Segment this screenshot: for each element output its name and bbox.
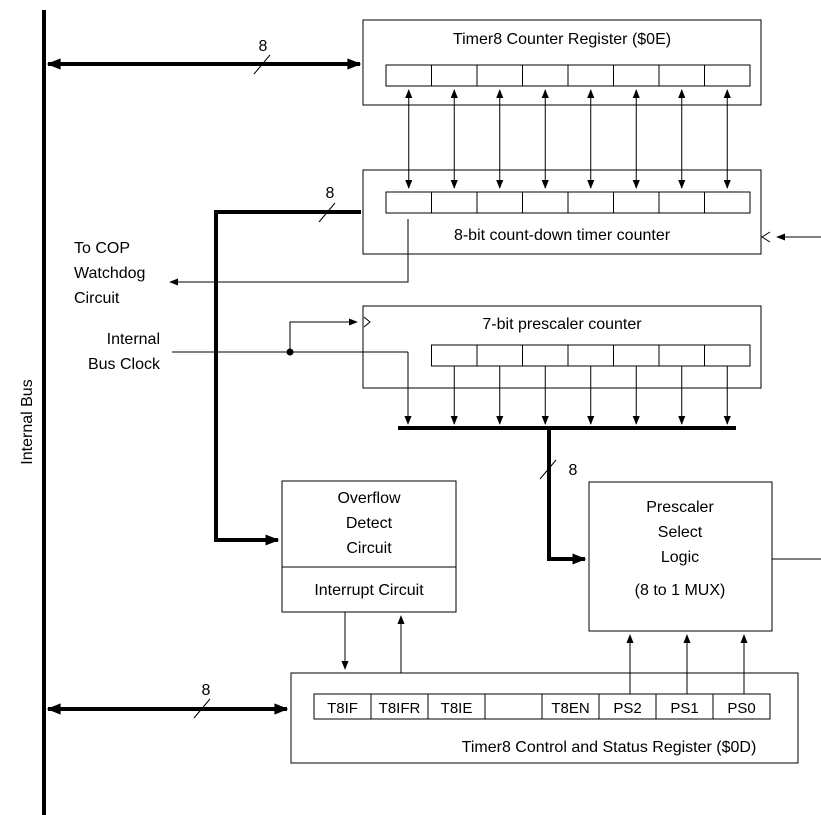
countdown-bit-cell	[385, 191, 432, 214]
countdown-bus-slash	[318, 202, 336, 223]
prescaler-bit-cell	[476, 344, 523, 367]
countdown-bit-cell	[567, 191, 614, 214]
clock-label-line1: Internal	[107, 331, 160, 348]
prescaler-counter-box	[362, 305, 762, 389]
clock-label-line2: Bus Clock	[88, 356, 161, 373]
prescaler-clock-input-marker	[363, 316, 371, 328]
countdown-bit-cell	[704, 191, 751, 214]
overflow-detect-box	[281, 480, 457, 613]
register-transfer-arrows	[405, 89, 731, 189]
cop-label-line2: Watchdog	[74, 265, 145, 282]
overflow-label-line3: Circuit	[346, 540, 392, 557]
control-bit-label: T8EN	[551, 700, 589, 717]
prescaler-select-line1: Prescaler	[646, 499, 714, 516]
control-register-box	[290, 672, 799, 764]
clock-to-prescaler-arrow	[289, 318, 358, 352]
overflow-label-line1: Overflow	[337, 490, 401, 507]
timer-counter-bit-cell	[658, 64, 705, 87]
prescaler-bus-width: 8	[569, 462, 578, 479]
timer-counter-register-cells	[385, 64, 751, 87]
prescaler-bus-slash	[539, 459, 557, 480]
timer-counter-register-title: Timer8 Counter Register ($0E)	[453, 31, 671, 48]
control-bus-slash	[193, 698, 211, 719]
prescaler-counter-cells	[431, 344, 751, 367]
cop-output-arrow	[169, 219, 409, 286]
prescaler-select-box	[588, 481, 773, 632]
control-bit-label: PS2	[613, 700, 641, 717]
prescaler-select-line4: (8 to 1 MUX)	[635, 582, 726, 599]
prescaler-counter-title: 7-bit prescaler counter	[482, 316, 642, 333]
timer-counter-bit-cell	[476, 64, 523, 87]
top-bus-slash	[253, 54, 271, 75]
prescaler-to-select-bus	[547, 428, 587, 565]
timer-counter-bit-cell	[431, 64, 478, 87]
control-bit-label: PS0	[727, 700, 755, 717]
countdown-counter-title: 8-bit count-down timer counter	[454, 227, 671, 244]
prescaler-bit-cell	[567, 344, 614, 367]
control-bit-label: T8IF	[327, 700, 358, 717]
timer-counter-bit-cell	[567, 64, 614, 87]
control-register-title: Timer8 Control and Status Register ($0D)	[462, 739, 757, 756]
timer-counter-bit-cell	[704, 64, 751, 87]
countdown-counter-cells	[385, 191, 751, 214]
timer-counter-bit-cell	[385, 64, 432, 87]
control-bit-cell	[712, 693, 771, 720]
cop-label-line1: To COP	[74, 240, 130, 257]
cop-label-line3: Circuit	[74, 290, 120, 307]
prescaler-bit-cell	[431, 344, 478, 367]
control-register-bits: T8IF T8IFR T8IE T8EN PS2 PS1 PS0	[313, 693, 771, 720]
timer-counter-bit-cell	[522, 64, 569, 87]
prescaler-output-arrows	[450, 366, 731, 425]
prescaler-bit-cell	[658, 344, 705, 367]
interrupt-circuit-label: Interrupt Circuit	[314, 582, 424, 599]
control-bit-label: T8IE	[441, 700, 473, 717]
countdown-bit-cell	[431, 191, 478, 214]
control-bit-label: PS1	[670, 700, 698, 717]
prescaler-select-line3: Logic	[661, 549, 699, 566]
countdown-bit-cell	[522, 191, 569, 214]
timer-counter-register-box	[362, 19, 762, 106]
prescaler-bit-cell	[522, 344, 569, 367]
countdown-clock-input-marker	[761, 231, 771, 243]
control-bit-cell	[484, 693, 543, 720]
prescaler-select-line2: Select	[658, 524, 703, 541]
internal-bus-label: Internal Bus	[19, 379, 36, 464]
countdown-bit-cell	[658, 191, 705, 214]
timer-counter-bit-cell	[613, 64, 660, 87]
control-bit-label: T8IFR	[379, 700, 421, 717]
countdown-bus-width: 8	[326, 185, 335, 202]
overflow-label-line2: Detect	[346, 515, 393, 532]
prescaler-bit-cell	[613, 344, 660, 367]
control-bus-width: 8	[202, 682, 211, 699]
countdown-bit-cell	[613, 191, 660, 214]
countdown-counter-box	[362, 169, 762, 255]
top-bus-width: 8	[259, 38, 268, 55]
prescaler-bit-cell	[704, 344, 751, 367]
countdown-overflow-bus	[214, 210, 361, 546]
countdown-bit-cell	[476, 191, 523, 214]
